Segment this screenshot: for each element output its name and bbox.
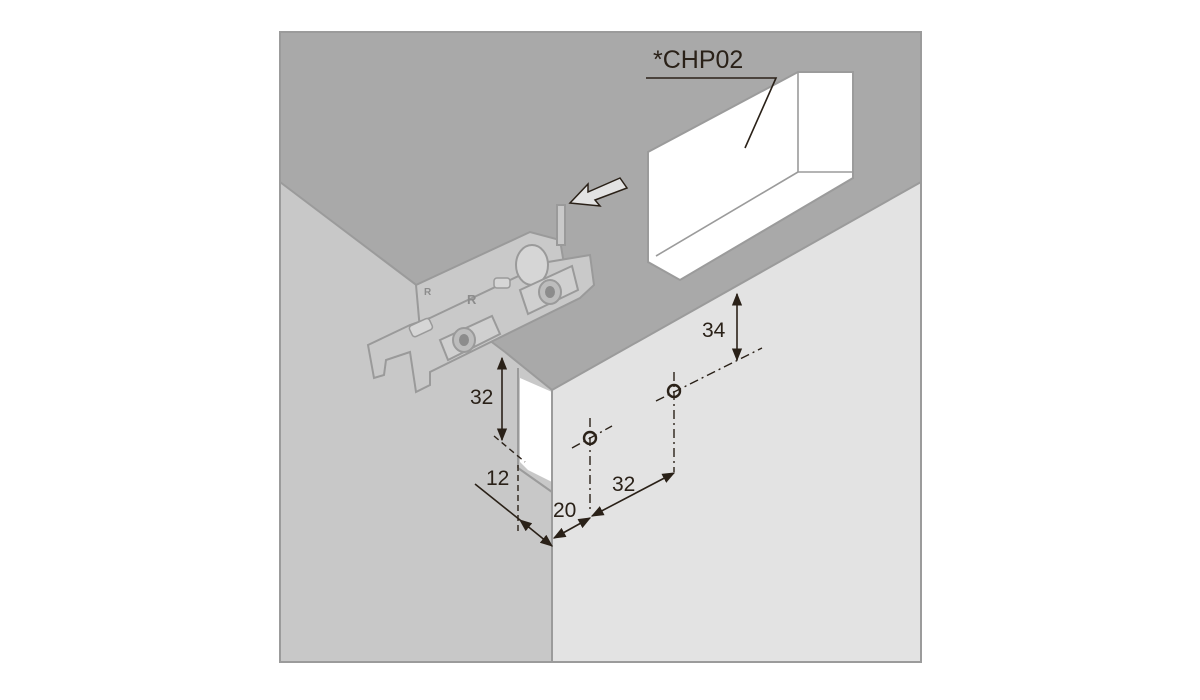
frame — [279, 31, 922, 663]
dimension-32-vertical: 32 — [470, 386, 493, 409]
drill-holes — [493, 347, 763, 535]
left-wall — [280, 182, 552, 662]
part-label: *CHP02 — [653, 46, 743, 74]
right-wall — [552, 182, 921, 662]
insertion-arrow-icon — [568, 177, 629, 207]
plate-mark-r: R — [467, 292, 477, 307]
dimension-20: 20 — [553, 499, 576, 522]
dimension-32-horizontal: 32 — [612, 473, 635, 496]
plate-mark-r-small: R — [424, 287, 432, 298]
side-panel-cutout — [520, 378, 552, 482]
chp02-box — [647, 71, 854, 282]
hinge-mounting-plate: R R — [366, 204, 596, 394]
dimension-12: 12 — [486, 467, 509, 490]
leader-line — [646, 77, 778, 149]
dimension-34: 34 — [702, 319, 726, 342]
